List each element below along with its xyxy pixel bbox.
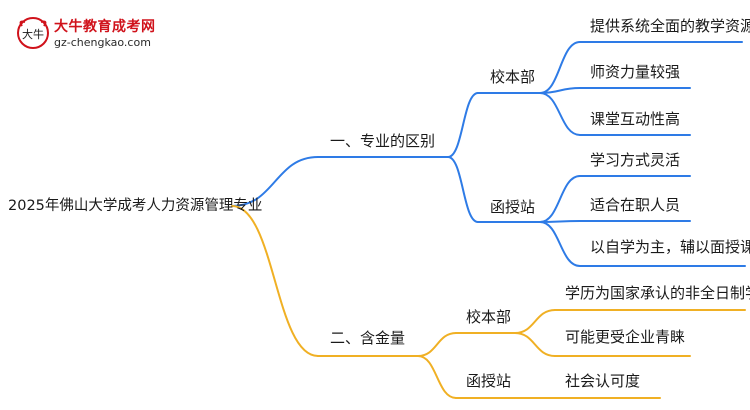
logo-mark-text: 大牛 [22, 27, 44, 41]
branch-major-difference: 一、专业的区别 [330, 132, 436, 150]
branch-value: 二、含金量 [330, 329, 406, 347]
leaf-employer-favor: 可能更受企业青睐 [565, 328, 686, 346]
connector-branch2-group1 [417, 332, 457, 357]
logo-site-url: gz-chengkao.com [54, 36, 151, 49]
leaf-faculty-strength: 师资力量较强 [590, 63, 681, 81]
leaf-self-study-main: 以自学为主，辅以面授课程 [590, 238, 750, 256]
ox-logo-icon: 大牛 [17, 17, 49, 49]
leaf-flexible-study: 学习方式灵活 [590, 151, 681, 169]
connector-root-branch2 [231, 205, 319, 357]
node-main-campus-value: 校本部 [466, 308, 512, 326]
connector-leaf-1 [539, 41, 581, 94]
connector-leaf-6 [539, 221, 581, 267]
leaf-recognized-degree: 学历为国家承认的非全日制学历 [565, 284, 750, 302]
leaf-teaching-resources: 提供系统全面的教学资源 [590, 17, 750, 35]
leaf-class-interaction: 课堂互动性高 [590, 110, 681, 128]
connector-leaf-8 [514, 332, 556, 357]
connector-branch2-group2 [417, 355, 457, 399]
connector-branch1-group2 [447, 156, 479, 223]
node-correspondence-station-value: 函授站 [466, 372, 512, 390]
connector-branch1-group1 [447, 92, 479, 158]
root-topic: 2025年佛山大学成考人力资源管理专业 [8, 198, 263, 214]
logo-site-name: 大牛教育成考网 [54, 19, 156, 35]
leaf-social-recognition: 社会认可度 [565, 372, 641, 390]
connector-leaf-5 [539, 220, 581, 223]
leaf-for-working-people: 适合在职人员 [590, 196, 681, 214]
logo: 大牛 大牛教育成考网 gz-chengkao.com [16, 14, 176, 54]
connector-leaf-3 [539, 92, 581, 136]
connector-root-branch1 [231, 156, 319, 207]
node-main-campus-difference: 校本部 [490, 68, 536, 86]
node-correspondence-station-difference: 函授站 [490, 198, 536, 216]
connector-leaf-7 [514, 309, 556, 334]
connector-leaf-4 [539, 175, 581, 223]
